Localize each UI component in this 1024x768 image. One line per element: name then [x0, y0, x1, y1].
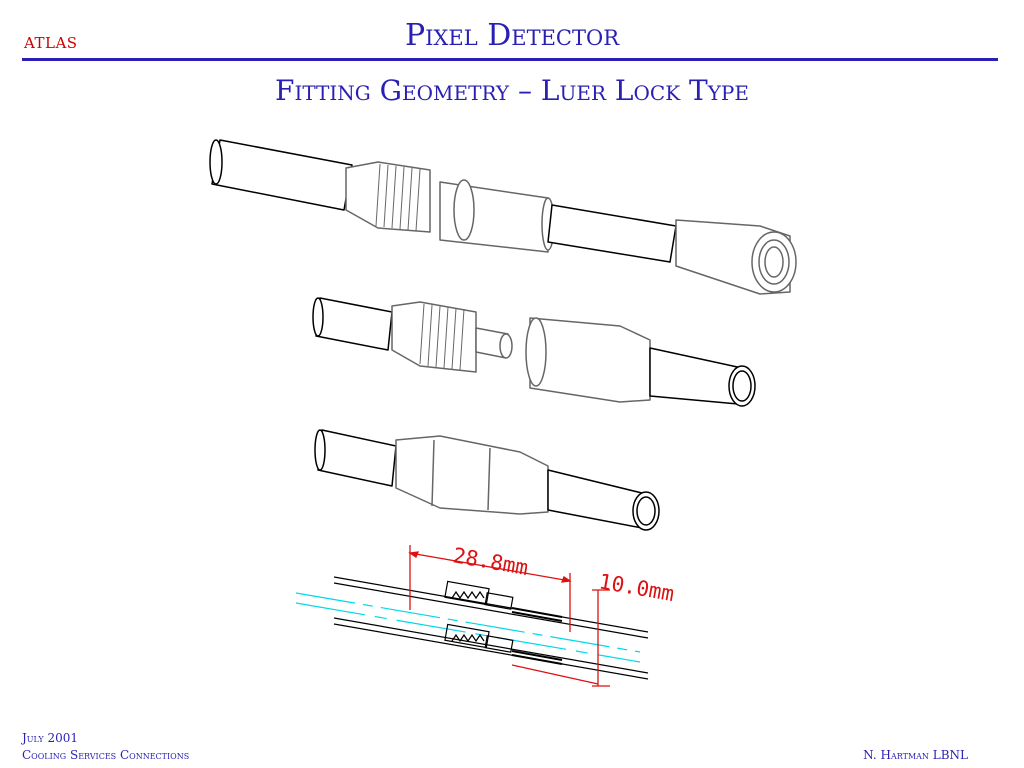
- slide-title: Pixel Detector: [404, 18, 620, 53]
- footer-author: N. Hartman LBNL: [863, 748, 968, 762]
- dimension-width-label: 10.0mm: [597, 569, 676, 606]
- fitting-exploded-top: [209, 139, 797, 295]
- section-view: 28.8mm 10.0mm: [295, 543, 676, 687]
- atlas-logo-label: ATLAS: [24, 34, 78, 52]
- slide-subtitle: Fitting Geometry – Luer Lock Type: [275, 74, 749, 107]
- fitting-exploded-middle: [312, 297, 756, 407]
- fitting-assembled: [314, 429, 660, 531]
- footer-section: Cooling Services Connections: [22, 748, 190, 762]
- footer-left: July 2001 Cooling Services Connections: [22, 730, 189, 764]
- footer-date: July 2001: [22, 731, 78, 745]
- dimension-length-label: 28.8mm: [451, 543, 530, 580]
- title-divider: [22, 58, 998, 61]
